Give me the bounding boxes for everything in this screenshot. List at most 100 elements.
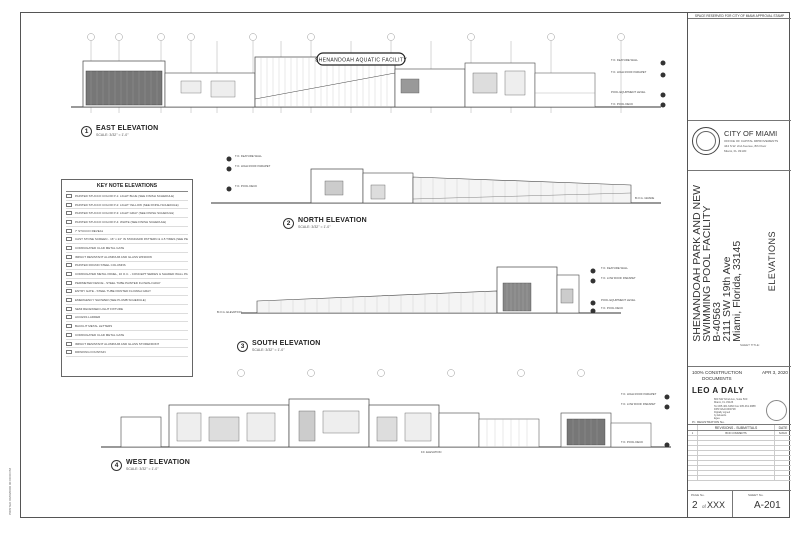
keynote-item: SEMI RECESSED LIGHT FIXTURE: [66, 305, 188, 314]
keynote-legend: KEY NOTE ELEVATIONS PAINTED STUCCO COLOR…: [61, 179, 193, 377]
keynote-text: SEMI RECESSED LIGHT FIXTURE: [75, 306, 123, 311]
svg-text:T.O. POOL DECK: T.O. POOL DECK: [611, 102, 633, 106]
digital-signature: Digitally signed by Eduardo Egea: [714, 411, 731, 420]
svg-text:B.O.G. ELEVATION: B.O.G. ELEVATION: [217, 310, 242, 314]
keynote-text: CORRUGATED CLAD METAL GATE: [75, 245, 125, 250]
keynote-swatch: [66, 315, 72, 320]
svg-text:T.O. LOW ROOF PARAPET: T.O. LOW ROOF PARAPET: [621, 402, 656, 406]
firm-logo: LEO A DALY: [692, 386, 745, 395]
revision-row-empty: [688, 456, 791, 461]
elevation-title: WEST ELEVATION: [126, 459, 190, 466]
west-elevation-label: 4 WEST ELEVATION SCALE: 3/32" = 1'-0": [111, 459, 190, 471]
svg-text:T.O. HIGH ROOF PARAPET: T.O. HIGH ROOF PARAPET: [621, 392, 657, 396]
keynote-swatch: [66, 350, 72, 355]
revision-row-empty: [688, 466, 791, 471]
sheet-title-label: SHEET TITLE:: [740, 343, 760, 347]
keynote-item: DRINKING FOUNTAIN: [66, 348, 188, 358]
elevation-scale: SCALE: 3/32" = 1'-0": [126, 467, 159, 471]
page-number: 2: [692, 500, 698, 511]
firm-address: 800 NW 62nd Ave, Suite 500 Miami, FL 331…: [714, 398, 756, 412]
svg-text:T.O. POOL DECK: T.O. POOL DECK: [235, 184, 257, 188]
svg-text:T.O. FEATURE WALL: T.O. FEATURE WALL: [235, 154, 262, 158]
grid-bubbles-west: [127, 369, 585, 377]
elevation-scale: SCALE: 3/32" = 1'-0": [96, 133, 129, 137]
svg-text:T.O. FEATURE WALL: T.O. FEATURE WALL: [611, 58, 638, 62]
keynote-item: PAINTED STUCCO COLOR P-1: LIGHT BLUE (SE…: [66, 192, 188, 201]
level-markers-north: T.O. FEATURE WALL T.O. HIGH ROOF PARAPET…: [226, 154, 654, 200]
revision-row-empty: [688, 451, 791, 456]
keynote-swatch: [66, 237, 72, 242]
south-elevation-label: 3 SOUTH ELEVATION SCALE: 3/32" = 1'-0": [237, 340, 320, 352]
city-office: OFFICE OF CAPITAL IMPROVEMENTS: [724, 139, 779, 143]
elevation-title: NORTH ELEVATION: [298, 217, 367, 224]
svg-text:POOL EQUIPMENT LEVEL: POOL EQUIPMENT LEVEL: [601, 298, 636, 302]
keynote-text: DRINKING FOUNTAIN: [75, 350, 106, 355]
keynote-item: CAST STONE SCREEN - 16" x 24" IN STANDAR…: [66, 235, 188, 245]
keynote-text: PAINTED STUCCO COLOR P-2: LIGHT YELLOW (…: [75, 202, 179, 207]
keynote-text: IMPACT RESISTANT ALUMINUM AND GLASS STOR…: [75, 341, 160, 346]
page-of: of: [702, 504, 706, 509]
svg-text:T.O. POOL DECK: T.O. POOL DECK: [621, 440, 643, 444]
svg-text:POOL EQUIPMENT LEVEL: POOL EQUIPMENT LEVEL: [611, 90, 646, 94]
engineer-seal-icon: [766, 400, 787, 421]
sheet-title: ELEVATIONS: [767, 231, 777, 292]
keynote-swatch: [66, 298, 72, 303]
elevation-title: EAST ELEVATION: [96, 125, 159, 132]
submittal-date: APR 3, 2020: [761, 370, 788, 375]
elevation-number: 3: [237, 341, 248, 352]
revision-row-empty: [688, 436, 791, 441]
keynote-text: PAINTED STUCCO COLOR P-1: LIGHT BLUE (SE…: [75, 193, 175, 198]
title-block: SPACE RESERVED FOR CITY OF MIAMI APPROVA…: [687, 13, 791, 517]
elevation-number: 4: [111, 460, 122, 471]
city-seal-icon: [692, 127, 720, 155]
keynote-title: KEY NOTE ELEVATIONS: [66, 180, 188, 192]
svg-text:T.O. LOW ROOF PARAPET: T.O. LOW ROOF PARAPET: [601, 276, 636, 280]
keynote-text: EMERGENCY SHOWER (SEE PLUMB SCHEDULE): [75, 298, 146, 303]
revision-row-empty: [688, 441, 791, 446]
svg-text:T.O. POOL DECK: T.O. POOL DECK: [601, 306, 623, 310]
divider: [732, 491, 733, 517]
svg-text:T.O. FEATURE WALL: T.O. FEATURE WALL: [601, 266, 628, 270]
keynote-text: ENTRY GATE - STEEL TUBE PAINTED FLOWAH G…: [75, 289, 151, 294]
keynote-item: CORRUGATED CLAD METAL GATE: [66, 244, 188, 253]
keynote-item: EMERGENCY SHOWER (SEE PLUMB SCHEDULE): [66, 296, 188, 305]
pe-registration: P.I. REGISTRATION No.: [692, 420, 725, 424]
keynote-swatch: [66, 211, 72, 216]
keynote-swatch: [66, 228, 72, 233]
keynote-item: ACCESS LADDER: [66, 314, 188, 323]
city-address: 444 S.W. 2nd Avenue, 8th Floor: [724, 144, 767, 148]
keynote-item: CORRUGATED METAL PANEL, 16 O.C. - CONCEP…: [66, 270, 188, 279]
keynote-item: IMPACT RESISTANT ALUMINUM AND GLASS STOR…: [66, 340, 188, 349]
revision-row-empty: [688, 471, 791, 476]
elevation-scale: SCALE: 3/32" = 1'-0": [298, 225, 331, 229]
elevation-title: SOUTH ELEVATION: [252, 340, 321, 347]
west-elevation-building: [101, 398, 671, 448]
city-name: CITY OF MIAMI: [724, 129, 778, 138]
keynote-text: PAINTED STUCCO COLOR P-4: WHITE (SEE FIN…: [75, 219, 167, 224]
keynote-swatch: [66, 263, 72, 268]
keynote-text: CORRUGATED CLAD METAL GATE: [75, 332, 125, 337]
submittal-status: 100% CONSTRUCTION DOCUMENTS: [692, 370, 743, 381]
keynote-item: PAINTED STUCCO COLOR P-3: LIGHT GRAY (SE…: [66, 209, 188, 219]
keynote-swatch: [66, 245, 72, 250]
city-block: CITY OF MIAMI OFFICE OF CAPITAL IMPROVEM…: [688, 121, 791, 171]
keynote-swatch: [66, 306, 72, 311]
drawing-area: SHENANDOAH AQUATIC FACILITY T.O. FEATURE…: [21, 13, 687, 517]
elevation-drawings: SHENANDOAH AQUATIC FACILITY T.O. FEATURE…: [71, 33, 671, 454]
grid-bubbles-east: [87, 33, 625, 41]
south-elevation-building: [241, 266, 621, 314]
svg-text:B.O.G. GRADE: B.O.G. GRADE: [635, 196, 654, 200]
east-elevation-building: [71, 56, 661, 108]
keynote-item: 7' STUCCO REVEAL: [66, 227, 188, 236]
page-number-block: PAGE No. 2 of XXX SHEET No. A-201: [688, 491, 791, 517]
building-sign-text: SHENANDOAH AQUATIC FACILITY: [315, 58, 407, 64]
keynote-text: 7' STUCCO REVEAL: [75, 228, 104, 233]
level-markers-west: T.O. HIGH ROOF PARAPET T.O. LOW ROOF PAR…: [421, 392, 670, 454]
page-total: XXX: [707, 500, 726, 510]
keynote-text: ACCESS LADDER: [75, 315, 101, 320]
elevation-number: 2: [283, 218, 294, 229]
keynote-item: PERIMETER FENCE - STEEL TUBE PAINTED FLO…: [66, 279, 188, 288]
keynote-item: CORRUGATED CLAD METAL GATE: [66, 331, 188, 340]
revision-row: 1 BCD COMMENTS 6/2022: [688, 431, 791, 436]
keynote-text: PAINTED STUCCO COLOR P-3: LIGHT GRAY (SE…: [75, 211, 175, 216]
